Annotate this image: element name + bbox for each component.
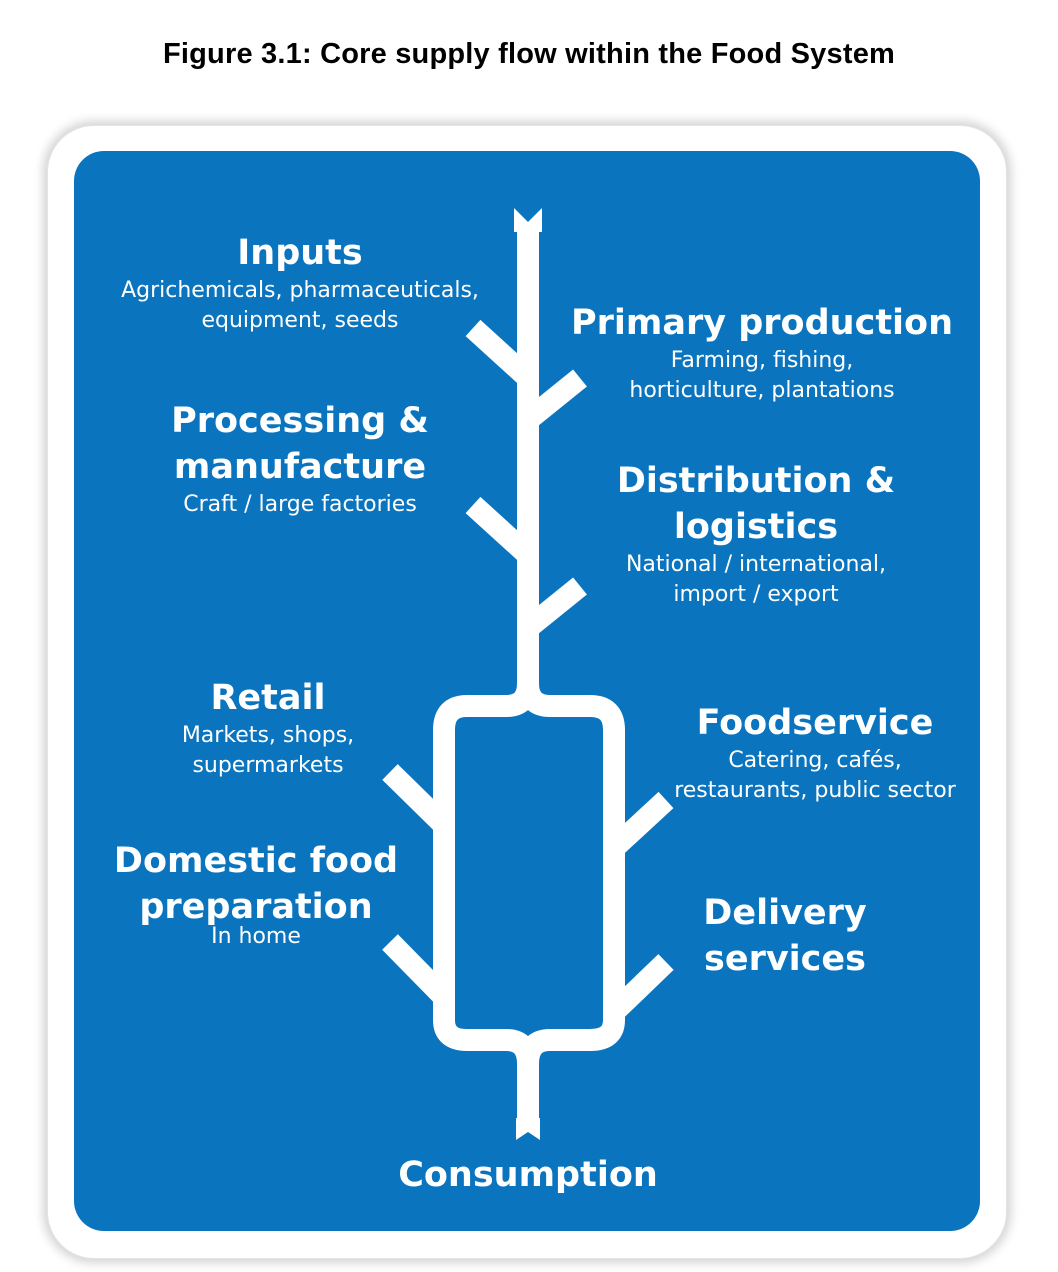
stage-delivery: Delivery services [645, 890, 925, 982]
stage-inputs-detail-2: equipment, seeds [201, 308, 399, 333]
stage-delivery-title-2: services [704, 939, 866, 979]
branch-delivery [606, 954, 674, 1020]
stage-distribution: Distribution & logistics National / inte… [556, 458, 956, 610]
branch-processing [465, 496, 536, 564]
branch-foodservice [606, 791, 674, 857]
branch-primary-production [521, 369, 587, 429]
stage-distribution-detail-2: import / export [673, 582, 839, 607]
stage-domestic: Domestic food preparation In home [86, 838, 426, 952]
flow-top-notch [514, 208, 542, 232]
stage-domestic-title-1: Domestic food [113, 841, 399, 881]
stage-distribution-detail-1: National / international, [625, 552, 887, 577]
stage-primary-production-detail-2: horticulture, plantations [629, 378, 895, 403]
stage-domestic-title-2: preparation [139, 887, 373, 927]
figure-title: Figure 3.1: Core supply flow within the … [162, 38, 896, 70]
stage-inputs-detail-1: Agrichemicals, pharmaceuticals, [121, 278, 479, 303]
stage-foodservice-detail-2: restaurants, public sector [674, 778, 956, 803]
stage-foodservice: Foodservice Catering, cafés, restaurants… [650, 700, 980, 806]
stage-foodservice-title: Foodservice [696, 703, 934, 743]
stage-primary-production-title: Primary production [570, 303, 954, 343]
stage-processing-detail-1: Craft / large factories [183, 492, 417, 517]
stage-retail-title: Retail [210, 678, 326, 718]
stage-retail: Retail Markets, shops, supermarkets [118, 675, 418, 781]
stage-processing-title-2: manufacture [173, 447, 427, 487]
stage-inputs-title: Inputs [237, 233, 363, 273]
branch-retail [382, 764, 452, 833]
stage-delivery-title-1: Delivery [703, 893, 867, 933]
stage-consumption: Consumption [328, 1152, 728, 1198]
stage-retail-detail-2: supermarkets [192, 753, 344, 778]
flow-bottom-arrow [516, 1118, 540, 1140]
stage-distribution-title-1: Distribution & [616, 461, 896, 501]
stage-primary-production-detail-1: Farming, fishing, [670, 348, 854, 373]
stage-consumption-title: Consumption [398, 1155, 658, 1195]
flow-split-loop [433, 682, 625, 1065]
stage-foodservice-detail-1: Catering, cafés, [728, 748, 902, 773]
branch-inputs [465, 319, 536, 387]
stage-inputs: Inputs Agrichemicals, pharmaceuticals, e… [100, 230, 500, 336]
stage-domestic-detail-1: In home [211, 924, 301, 949]
stage-retail-detail-1: Markets, shops, [181, 723, 355, 748]
stage-processing: Processing & manufacture Craft / large f… [100, 398, 500, 520]
stage-distribution-title-2: logistics [673, 507, 839, 547]
branch-domestic [382, 934, 452, 1005]
branch-distribution [521, 577, 587, 637]
stage-processing-title-1: Processing & [171, 401, 429, 441]
stage-primary-production: Primary production Farming, fishing, hor… [562, 300, 962, 406]
